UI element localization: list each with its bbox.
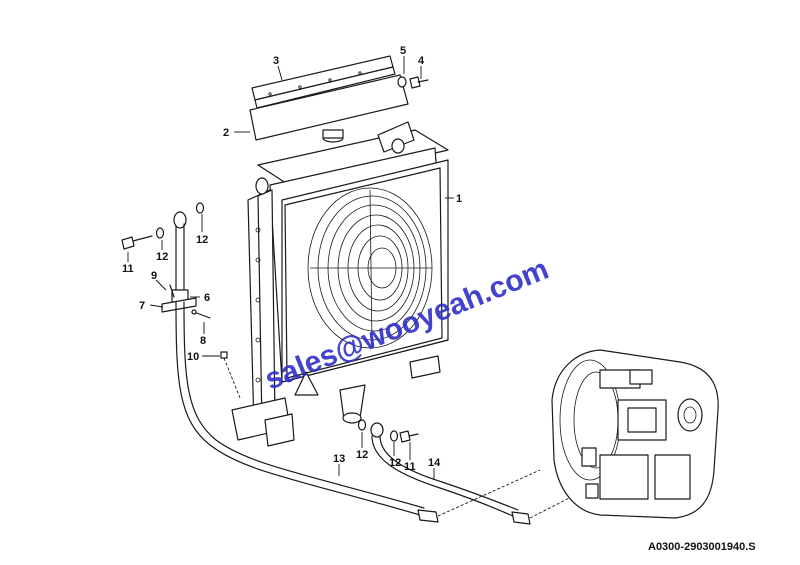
document-reference: A0300-2903001940.S [648, 541, 756, 553]
callout-12-lower-right: 12 [389, 457, 401, 469]
callout-14: 14 [428, 457, 441, 469]
bolt-part-4 [409, 76, 429, 89]
radiator-assembly-part-1 [231, 121, 449, 447]
cover-strip-part-3 [251, 55, 396, 109]
callout-leaders [127, 56, 454, 480]
callout-5: 5 [400, 45, 406, 57]
callout-3: 3 [273, 55, 279, 67]
hose-part-13 [175, 301, 541, 523]
hose-part-14 [357, 419, 586, 525]
callout-13: 13 [333, 453, 345, 465]
callout-10: 10 [187, 351, 199, 363]
callout-11-left: 11 [122, 263, 134, 275]
callout-2: 2 [223, 127, 229, 139]
callout-12-upper: 12 [196, 234, 208, 246]
callout-12-left: 12 [156, 251, 168, 263]
callout-6: 6 [204, 292, 210, 304]
callout-9: 9 [151, 270, 157, 282]
transmission-housing [551, 349, 719, 519]
callout-7: 7 [139, 300, 145, 312]
hose-fitting-left [121, 202, 241, 399]
washer-part-5 [397, 76, 407, 88]
callout-4: 4 [418, 55, 425, 67]
callout-8: 8 [200, 335, 206, 347]
cover-plate-part-2 [249, 74, 409, 141]
callout-11-lower: 11 [404, 461, 416, 473]
callout-12-lower-left: 12 [356, 449, 368, 461]
callout-1: 1 [456, 193, 462, 205]
